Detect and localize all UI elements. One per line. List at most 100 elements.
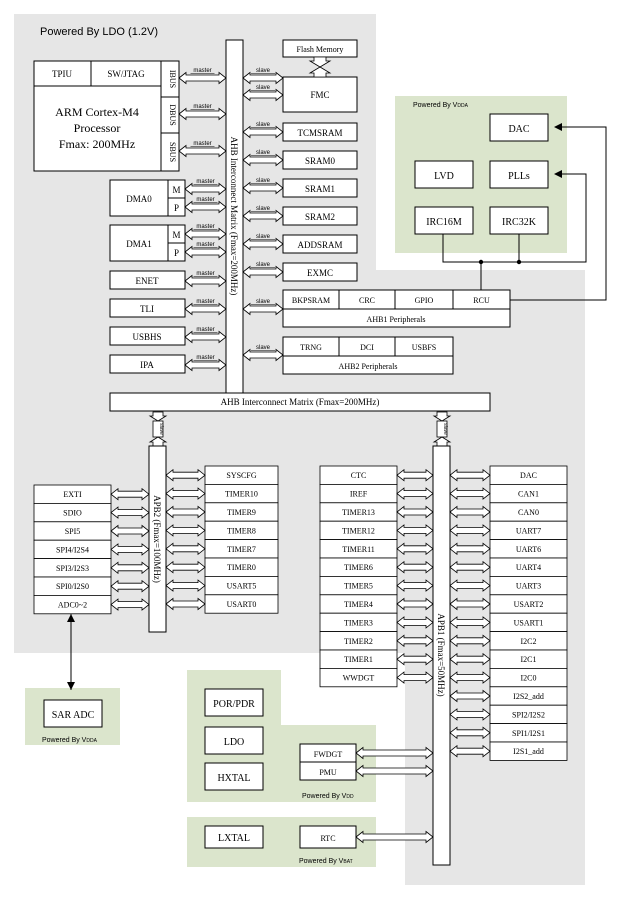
ldo-domain-label: Powered By LDO (1.2V) <box>40 26 158 38</box>
lxtal-box <box>204 825 264 849</box>
apb2l-spi5-label: SPI5 <box>65 527 81 536</box>
apb1r-spi2-i2s2-link <box>449 708 491 721</box>
apb1r-i2s1-add-link <box>449 744 491 758</box>
apb1r-uart4-link <box>449 560 491 574</box>
vbat-sub: BAT <box>343 859 352 865</box>
ahb1-gpio: GPIO <box>415 296 434 305</box>
dma1-block: DMA1 M P <box>109 224 186 262</box>
apb1r-dac-label: DAC <box>520 471 537 480</box>
cpu-subtitle: Processor <box>74 121 121 135</box>
apb1r-uart7-link <box>449 524 491 537</box>
svg-text:Powered By VBAT: Powered By VBAT <box>299 858 353 865</box>
apb1r-can1-label: CAN1 <box>518 490 539 499</box>
por-pdr-label: POR/PDR <box>213 699 255 710</box>
master-link-11-label: master <box>196 355 214 361</box>
vdd-sub: DD <box>346 794 354 800</box>
fwdgt-apb1-link <box>355 746 434 760</box>
dma0-block: DMA0 M P <box>109 179 186 217</box>
pmu-label: PMU <box>319 768 337 777</box>
ldo-box <box>204 726 264 755</box>
ahb-matrix-horizontal <box>109 392 491 412</box>
master-link-1 <box>178 71 227 85</box>
slave-link-1 <box>242 71 284 85</box>
apb1r-i2s2-add-label: I2S2_add <box>513 692 544 701</box>
apb2r-syscfg-link <box>165 468 206 482</box>
apb2l-exti-link <box>110 487 150 501</box>
apb2l-adc0-2-link <box>110 598 150 611</box>
master-link-10 <box>184 330 227 344</box>
apb2l-spi5-link <box>110 524 150 538</box>
apb2r-syscfg-label: SYSCFG <box>226 471 256 480</box>
slave-exmc-label: EXMC <box>307 268 333 278</box>
apb1r-can1-link <box>449 487 491 500</box>
apb1r-i2c1-label: I2C1 <box>521 655 537 664</box>
apb1r-uart7-label: UART7 <box>516 526 541 535</box>
cpu-fmax: Fmax: 200MHz <box>59 137 135 151</box>
por-pdr-box <box>204 688 264 717</box>
analog-dac-box <box>489 113 549 142</box>
apb1r-uart3-label: UART3 <box>516 582 541 591</box>
hxtal-label: HXTAL <box>217 773 250 784</box>
master-link-8 <box>184 274 227 288</box>
apb1r-usart1-link <box>449 616 491 629</box>
dma1-p: P <box>174 248 179 258</box>
apb1l-iref-link <box>396 487 434 500</box>
vbat-label: Powered By V <box>299 858 344 865</box>
apb2r-timer8-label: TIMER8 <box>227 526 256 535</box>
apb1l-timer4-label: TIMER4 <box>344 600 373 609</box>
master-tli-label: TLI <box>140 304 154 314</box>
apb2l-spi0-i2s0-link <box>110 579 150 593</box>
slave-link-7 <box>242 237 284 251</box>
fwdgt-label: FWDGT <box>314 750 343 759</box>
apb1l-timer13-link <box>396 505 434 519</box>
apb1r-spi1-i2s1-label: SPI1/I2S1 <box>512 729 545 738</box>
ahb1-rcu: RCU <box>473 296 490 305</box>
apb1r-usart2-link <box>449 597 491 611</box>
ahb2-dci: DCI <box>360 343 374 352</box>
apb1r-usart1-label: USART1 <box>514 618 544 627</box>
irc32k-label: IRC32K <box>502 217 537 228</box>
irc32k-box <box>489 206 549 235</box>
master-link-5-label: master <box>196 197 214 203</box>
ahb2-usbfs: USBFS <box>412 343 436 352</box>
apb2l-sdio-label: SDIO <box>63 509 82 518</box>
master-tli-box <box>109 298 186 318</box>
rcu-pll-line <box>519 170 587 263</box>
pmu-apb1-link <box>355 764 434 778</box>
apb1r-i2c1-link <box>449 652 491 666</box>
svg-text:slave: slave <box>158 423 164 435</box>
slave-link-6 <box>242 209 284 223</box>
ibus-label: IBUS <box>168 70 177 88</box>
master-link-4-label: master <box>196 179 214 185</box>
apb1l-timer1-link <box>396 652 434 666</box>
vdda-bottom-sub: DDA <box>86 738 97 744</box>
flash-memory-label: Flash Memory <box>297 45 344 54</box>
plls-box <box>489 160 549 189</box>
cpu-title: ARM Cortex-M4 <box>55 105 139 119</box>
apb1-right-peripherals: DACCAN1CAN0UART7UART6UART4UART3USART2USA… <box>449 465 568 761</box>
apb2l-spi0-i2s0-label: SPI0/I2S0 <box>56 582 89 591</box>
sbus-label: SBUS <box>168 142 177 162</box>
apb2r-usart0-label: USART0 <box>227 600 257 609</box>
apb2r-timer9-label: TIMER9 <box>227 508 256 517</box>
master-ipa-box <box>109 354 186 374</box>
apb1l-timer6-link <box>396 560 434 574</box>
apb1r-i2c2-link <box>449 634 491 648</box>
apb1l-ctc-label: CTC <box>351 471 367 480</box>
apb2-left-peripherals: EXTISDIOSPI5SPI4/I2S4SPI3/I2S3SPI0/I2S0A… <box>33 484 150 615</box>
apb2r-timer7-link <box>165 542 206 556</box>
analog-block: DAC LVD PLLs IRC16M IRC32K <box>414 113 607 301</box>
dbus-label: DBUS <box>168 104 177 125</box>
apb2l-exti-label: EXTI <box>63 490 82 499</box>
apb2r-usart0-link <box>165 597 206 611</box>
apb1-bus <box>432 445 451 866</box>
vdda-bottom-label: Powered By V <box>42 737 87 744</box>
lxtal-label: LXTAL <box>218 833 250 844</box>
apb1l-ctc-link <box>396 468 434 482</box>
slave-link-9-label: slave <box>256 299 271 305</box>
apb1r-can0-link <box>449 505 491 519</box>
dma1-m: M <box>172 230 180 240</box>
master-enet-box <box>109 270 186 290</box>
ahb1-label: AHB1 Peripherals <box>367 315 426 324</box>
plls-label: PLLs <box>508 171 530 182</box>
